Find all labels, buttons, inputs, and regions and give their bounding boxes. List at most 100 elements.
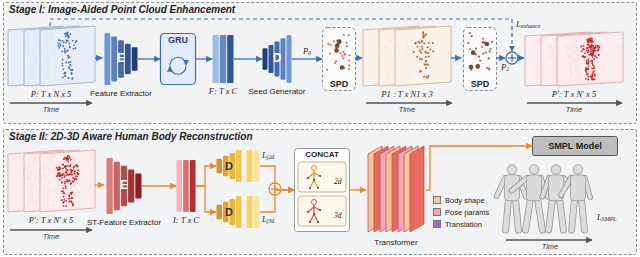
point <box>70 200 72 202</box>
point <box>63 41 65 43</box>
point <box>67 165 69 167</box>
point <box>74 172 76 174</box>
point <box>583 48 585 50</box>
point <box>425 60 427 62</box>
point <box>70 182 72 184</box>
subscript: SMPL <box>602 216 617 222</box>
math-label: 2d <box>334 178 342 187</box>
mesh-limb <box>581 198 584 230</box>
math-label: P': T x N' x 5 <box>552 90 596 100</box>
transformer-layer <box>410 146 424 232</box>
point <box>587 79 589 81</box>
point <box>69 180 71 182</box>
point <box>479 59 481 61</box>
math-label: P': T x N' x 5 <box>29 216 73 226</box>
point <box>582 48 584 50</box>
mesh-head <box>573 165 583 175</box>
point <box>65 175 67 177</box>
point <box>597 45 599 47</box>
point <box>67 169 69 171</box>
point <box>587 51 589 53</box>
node-label: GRU <box>168 35 188 45</box>
point <box>330 44 332 46</box>
point <box>56 167 58 169</box>
point <box>65 185 67 187</box>
point <box>63 68 65 70</box>
point <box>70 159 72 161</box>
point <box>581 50 583 52</box>
point <box>77 173 79 175</box>
point <box>68 62 70 64</box>
point <box>72 77 74 79</box>
spd-frame <box>464 28 497 91</box>
point <box>65 187 67 189</box>
point <box>56 175 58 177</box>
point <box>73 48 75 50</box>
point <box>590 60 592 62</box>
point <box>593 46 595 48</box>
point <box>71 73 73 75</box>
point <box>61 174 63 176</box>
point <box>67 32 69 34</box>
point <box>62 173 64 175</box>
skeleton-bone <box>310 180 314 188</box>
point <box>326 69 328 71</box>
node-label: Seed Generator <box>249 87 306 96</box>
point <box>70 169 72 171</box>
point <box>70 174 72 176</box>
point <box>66 34 68 36</box>
point <box>63 198 65 200</box>
point <box>75 178 77 180</box>
point <box>73 44 75 46</box>
skeleton-bone <box>313 205 314 214</box>
decoder-block: D <box>216 150 260 182</box>
point <box>72 197 74 199</box>
point <box>586 73 588 75</box>
point <box>65 62 67 64</box>
point <box>68 179 70 181</box>
point <box>588 54 590 56</box>
connector-arrow <box>142 185 176 186</box>
point <box>68 158 70 160</box>
node-label: D <box>273 52 282 66</box>
mesh-torso <box>527 175 542 201</box>
point <box>348 68 350 70</box>
seed-point <box>335 43 340 48</box>
legend-text: Translation <box>445 220 482 229</box>
point <box>61 182 63 184</box>
point <box>327 43 329 45</box>
point <box>60 168 62 170</box>
point <box>65 181 67 183</box>
joint-card <box>298 196 346 226</box>
feature-bar <box>183 160 189 212</box>
point <box>57 172 59 174</box>
flow-arrow <box>451 57 461 58</box>
point <box>586 39 588 41</box>
node-label: Transformer <box>374 238 417 247</box>
point <box>588 42 590 44</box>
point <box>416 56 418 58</box>
point <box>595 45 597 47</box>
point <box>58 168 60 170</box>
point <box>591 53 593 55</box>
point <box>342 51 344 53</box>
seed-point <box>471 50 476 55</box>
feature-vector: I: T x C <box>176 160 196 212</box>
point <box>343 53 345 55</box>
point <box>488 57 490 59</box>
point <box>77 169 79 171</box>
point <box>69 46 71 48</box>
point <box>592 71 594 73</box>
point <box>61 177 63 179</box>
point <box>72 69 74 71</box>
seed-point <box>475 64 480 69</box>
point <box>421 46 423 48</box>
point <box>74 171 76 173</box>
point <box>64 166 66 168</box>
joint-dot <box>317 221 319 223</box>
point <box>432 50 434 52</box>
point <box>475 48 477 50</box>
point <box>65 205 67 207</box>
connector-arrow <box>292 58 322 59</box>
point <box>65 200 67 202</box>
